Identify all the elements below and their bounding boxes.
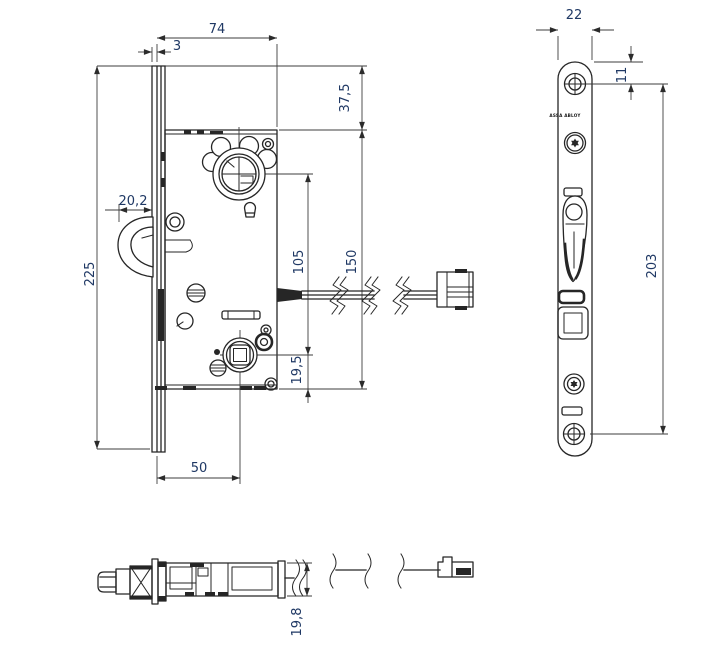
bottom-fixing-screw-front — [562, 422, 586, 446]
faceplate-plan — [151, 558, 167, 605]
locating-pin — [214, 349, 220, 355]
latch-aperture — [557, 306, 589, 340]
plan-view — [97, 553, 474, 605]
adjustment-slot — [221, 310, 261, 320]
dim-plate-top-to-case: 37,5 — [338, 84, 353, 113]
cable-front — [277, 276, 438, 315]
latch-bolt-plan — [97, 565, 153, 600]
faceplate-dimensions — [536, 27, 668, 435]
dim-plate-top-to-screw: 11 — [615, 67, 630, 84]
hook-bolt — [117, 216, 193, 278]
slotted-screw-2 — [209, 359, 227, 377]
micro-screw — [260, 324, 272, 336]
case-screw-bottom — [264, 377, 278, 391]
dim-case-thickness: 19,8 — [290, 608, 305, 637]
torx-screw-upper — [563, 131, 587, 155]
front-view — [94, 35, 474, 484]
keyhole-aperture — [243, 201, 257, 218]
dim-case-height: 150 — [345, 250, 360, 275]
dim-case-width: 74 — [209, 22, 226, 37]
cable-connector-front — [436, 269, 474, 310]
dim-cylinder-to-follower: 105 — [292, 250, 307, 275]
dim-follower-to-case-bottom: 19,5 — [290, 356, 305, 385]
torx-screw-lower — [563, 373, 585, 395]
round-hole — [176, 312, 194, 330]
faceplate-front-view: ASSA ABLOY — [536, 27, 668, 457]
hook-bolt-front — [562, 195, 588, 283]
dim-faceplate-width: 22 — [566, 8, 583, 23]
roller-detent — [254, 332, 274, 352]
cylinder-aperture — [201, 135, 278, 201]
mounting-tabs — [155, 130, 266, 390]
cable-connector-plan — [329, 553, 474, 589]
break-symbols-front — [329, 276, 412, 315]
spindle-follower — [222, 337, 258, 373]
faceplate-edge — [151, 65, 166, 453]
dim-faceplate-stand-off: 3 — [173, 39, 181, 54]
dim-hook-projection: 20,2 — [119, 194, 148, 209]
brand-logo: ASSA ABLOY — [549, 113, 581, 118]
slot-lower — [561, 406, 583, 416]
slot-upper — [563, 187, 583, 197]
dim-faceplate-height: 225 — [83, 262, 98, 287]
dimension-labels: 74 3 37,5 20,2 225 105 150 19,5 50 22 11… — [83, 8, 660, 636]
dim-backset: 50 — [191, 461, 208, 476]
slotted-screw-1 — [186, 283, 206, 303]
case-plan — [165, 560, 286, 599]
top-fixing-screw-front — [563, 72, 587, 96]
bushing-hole — [165, 212, 185, 232]
case-screw-top — [261, 137, 275, 151]
front-view-dimensions — [94, 35, 365, 484]
slot-mid — [557, 289, 586, 305]
dim-screw-centers: 203 — [645, 254, 660, 279]
plan-dimensions — [287, 562, 312, 597]
